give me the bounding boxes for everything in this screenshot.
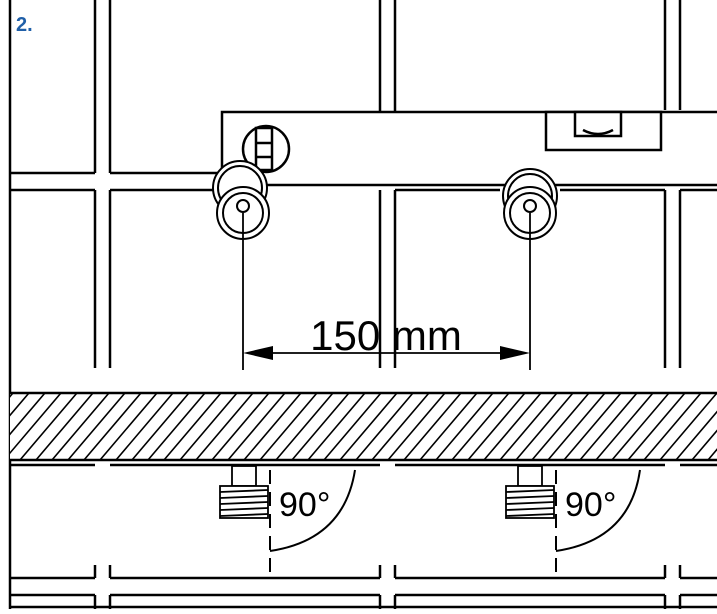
right-angle-indicator-right [555,469,641,572]
hatch-line [483,393,542,460]
hatch-line [10,393,62,455]
dimension-extension-lines [242,213,531,370]
hatch-line [451,393,510,460]
hatch-line [419,393,478,460]
step-number-label: 2. [16,14,33,36]
hatch-line [291,393,350,460]
hatch-line [579,393,638,460]
hatch-line [51,393,110,460]
hatch-line [547,393,606,460]
hatch-line [611,393,670,460]
hatch-line [355,393,414,460]
hatch-line [163,393,222,460]
hatch-line [595,393,654,460]
hatch-line [435,393,494,460]
hatch-line [195,393,254,460]
hatch-line [227,393,286,460]
angle-label-left: 90° [279,486,330,524]
hatch-line [10,393,46,436]
hatch-line [19,393,78,460]
hatch-line [115,393,174,460]
hatch-line [563,393,622,460]
dimension-line [243,346,530,360]
hatch-line [675,410,717,460]
hatch-line [691,429,717,460]
hatch-line [10,393,30,417]
right-angle-indicator-left [269,469,356,572]
hatch-line [99,393,158,460]
hatch-line [131,393,190,460]
hatch-line [67,393,126,460]
hatch-line [499,393,558,460]
hatch-line [403,393,462,460]
hatch-line [307,393,366,460]
hatch-line [275,393,334,460]
wall-plug-right [505,465,555,519]
tile-grid [10,0,717,609]
hatch-line [531,393,590,460]
hatch-line [211,393,270,460]
hatch-line [179,393,238,460]
hatch-line [339,393,398,460]
hatch-line [259,393,318,460]
spirit-level [220,110,717,187]
hatch-line [323,393,382,460]
wall-plug-left [219,465,269,519]
dimension-label: 150 mm [310,312,462,359]
hatch-line [627,393,686,460]
hatch-line [643,393,702,460]
hatched-cross-section [10,391,717,462]
hatch-line [83,393,142,460]
hatch-line [371,393,430,460]
hatch-line [147,393,206,460]
hatch-line [467,393,526,460]
hatch-line [659,393,717,460]
hatch-line [387,393,446,460]
hatch-line [35,393,94,460]
mounting-hole-left [212,160,270,240]
hatch-line [515,393,574,460]
angle-label-right: 90° [565,486,616,524]
hatch-line [243,393,302,460]
frame [8,0,717,609]
